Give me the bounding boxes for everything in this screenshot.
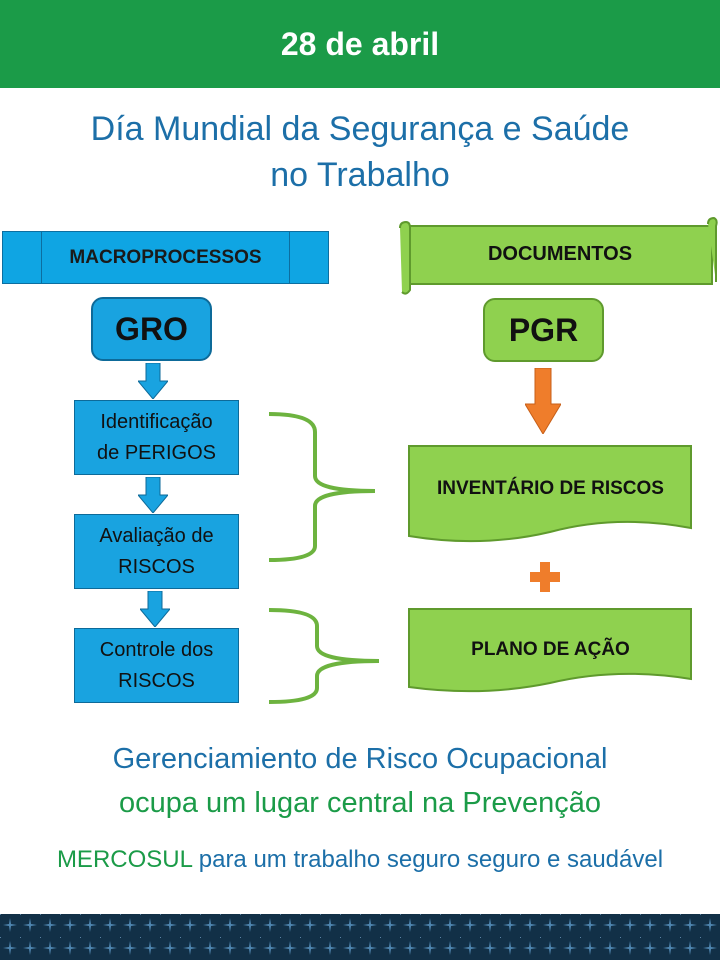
footer-star-band xyxy=(0,914,720,960)
pgr-text: PGR xyxy=(508,311,579,348)
mercosul-highlight: MERCOSUL xyxy=(56,846,193,873)
arrow-down-icon xyxy=(138,477,168,513)
title-line-2: no Trabalho xyxy=(270,156,450,194)
inventario-label: INVENTÁRIO DE RISCOS xyxy=(437,478,664,499)
closing-line-3-rest: para um trabalho seguro seguro e saudáve… xyxy=(192,846,664,873)
brace-icon xyxy=(268,608,380,704)
step-controle: Controle dos RISCOS xyxy=(74,628,239,703)
macroprocessos-text: MACROPROCESSOS xyxy=(69,246,262,268)
step-avaliacao: Avaliação de RISCOS xyxy=(74,514,239,589)
star-pattern xyxy=(0,914,720,960)
step-controle-line1: Controle dos xyxy=(99,638,214,661)
closing-line-2: ocupa um lugar central na Prevenção xyxy=(118,787,601,819)
gro-text: GRO xyxy=(115,310,188,347)
arrow-down-icon xyxy=(525,368,561,434)
step-identificacao-line1: Identificação xyxy=(100,410,213,433)
plano-label: PLANO DE AÇÃO xyxy=(471,639,630,660)
gro-box: GRO xyxy=(91,297,212,361)
documentos-label: DOCUMENTOS xyxy=(410,226,710,282)
title-line-1: Día Mundial da Segurança e Saúde xyxy=(90,110,630,148)
step-controle-line2: RISCOS xyxy=(118,669,195,692)
pgr-box: PGR xyxy=(483,298,604,362)
date-banner: 28 de abril xyxy=(0,0,720,88)
macroprocessos-label: MACROPROCESSOS xyxy=(2,231,329,284)
plano-document-shape xyxy=(408,608,692,693)
step-avaliacao-line2: RISCOS xyxy=(118,555,195,578)
arrow-down-icon xyxy=(138,363,168,399)
inventario-document-shape xyxy=(408,445,692,543)
date-text: 28 de abril xyxy=(280,25,440,62)
documentos-text: DOCUMENTOS xyxy=(487,242,633,265)
step-avaliacao-line1: Avaliação de xyxy=(99,524,214,547)
arrow-down-icon xyxy=(140,591,170,627)
closing-line-3: MERCOSUL para um trabalho seguro seguro … xyxy=(0,846,720,874)
plus-icon xyxy=(530,562,560,592)
step-identificacao-line2: de PERIGOS xyxy=(97,441,216,464)
documentos-scroll-shape xyxy=(399,216,718,295)
brace-icon xyxy=(268,412,376,562)
closing-line-1: Gerenciamiento de Risco Ocupacional xyxy=(112,743,608,775)
step-identificacao: Identificação de PERIGOS xyxy=(74,400,239,475)
